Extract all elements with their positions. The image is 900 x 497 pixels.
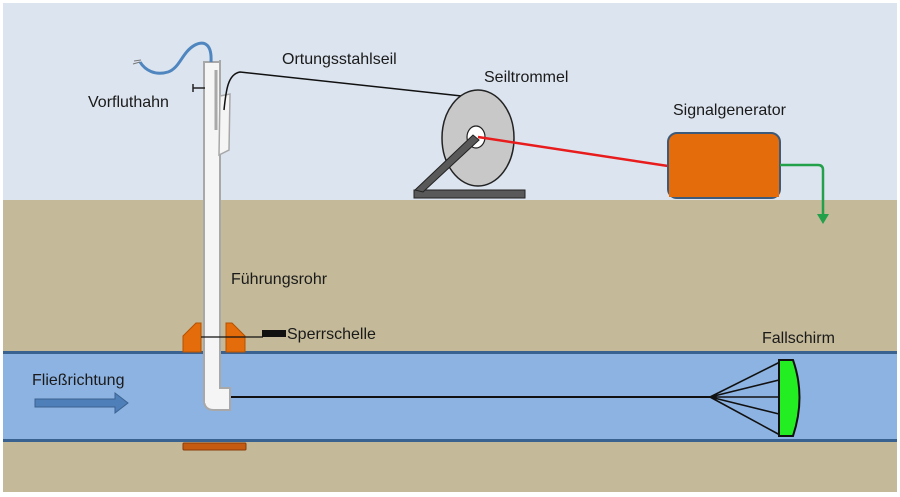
label-vorfluthahn: Vorfluthahn (88, 94, 169, 111)
ground (3, 200, 897, 492)
ortungsstahlseil (223, 71, 481, 111)
ground-wire (780, 163, 825, 215)
hose-end (132, 59, 142, 65)
sperrschelle-marker (262, 330, 286, 337)
label-fuehrungsrohr: Führungsrohr (231, 271, 328, 288)
drum-base (413, 189, 526, 199)
guide-tube-body (205, 63, 219, 403)
vorfluthahn-hose (138, 41, 213, 75)
drum-stand (413, 134, 480, 193)
label-signalgenerator: Signalgenerator (673, 102, 786, 119)
label-fallschirm: Fallschirm (762, 330, 835, 347)
flow-arrow (34, 391, 129, 415)
vorfluthahn-handle (192, 84, 205, 92)
pipe-wall-top (3, 351, 897, 354)
ground-wire-arrow (817, 214, 829, 224)
signal-cable (477, 135, 669, 168)
pipe-wall-bottom (3, 439, 897, 442)
label-fliessrichtung: Fließrichtung (32, 372, 125, 389)
parachute-canopy (778, 359, 801, 437)
clamp-lower (182, 442, 247, 451)
label-seiltrommel: Seiltrommel (484, 69, 569, 86)
generator-bottom-fix (669, 180, 779, 197)
parachute-lines (709, 361, 781, 436)
label-sperrschelle: Sperrschelle (287, 326, 376, 343)
label-ortungsstahlseil: Ortungsstahlseil (282, 51, 397, 68)
